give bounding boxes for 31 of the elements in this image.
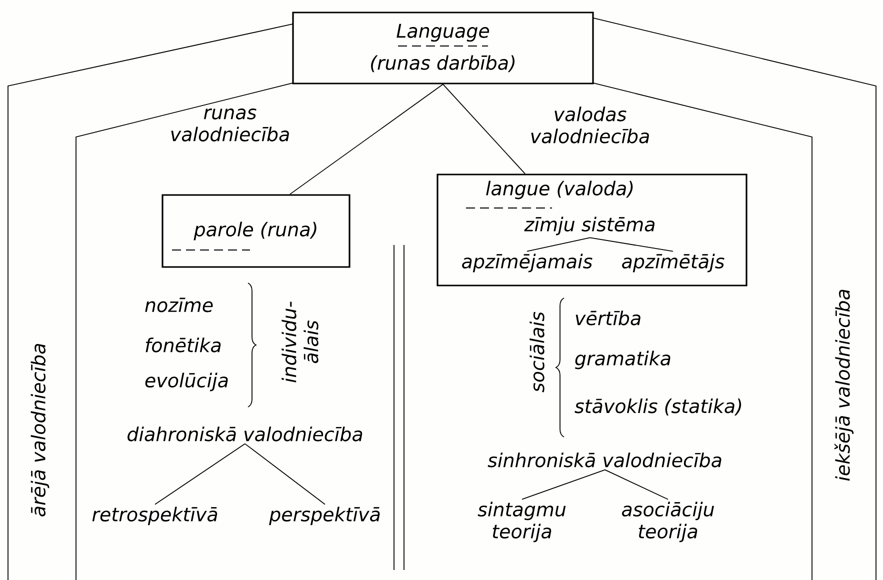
side-label: ārējā valodniecība bbox=[30, 344, 50, 516]
concept-box: parole (runa) bbox=[162, 194, 350, 268]
feature-text: gramatika bbox=[575, 350, 670, 370]
term-text: diahroniskā valodniecība bbox=[128, 426, 362, 442]
feature-text: vērtība bbox=[576, 310, 640, 326]
term-text: retrospektīvā bbox=[92, 506, 218, 526]
term-text: apzīmētājs bbox=[622, 254, 724, 272]
feature-text: fonētika bbox=[146, 338, 221, 352]
term-text: zīmju sistēma bbox=[524, 216, 654, 236]
feature-text: evolūcija bbox=[145, 372, 228, 392]
term-text: asociāciju teorija bbox=[622, 502, 714, 542]
concept-box: Language (runas darbība) bbox=[292, 12, 594, 84]
connector-line bbox=[526, 237, 590, 252]
term-text: sinhroniskā valodniecība bbox=[488, 452, 722, 468]
group-label: sociālais bbox=[530, 312, 544, 392]
connector-line bbox=[590, 237, 674, 252]
group-label: individu- ālais bbox=[282, 302, 318, 382]
term-text: sintagmu teorija bbox=[478, 502, 566, 542]
connector-line bbox=[604, 469, 668, 500]
section-label: runas valodniecība bbox=[171, 108, 289, 142]
side-label: iekšējā valodniecība bbox=[834, 290, 854, 481]
connector-line bbox=[522, 469, 606, 500]
feature-text: nozīme bbox=[145, 298, 213, 312]
feature-text: stāvoklis (statika) bbox=[574, 398, 742, 416]
term-text: apzīmējamais bbox=[462, 254, 592, 272]
connector-line bbox=[244, 443, 326, 505]
connector-line bbox=[442, 84, 526, 174]
connector-line bbox=[290, 84, 444, 195]
term-text: perspektīvā bbox=[269, 506, 380, 526]
section-label: valodas valodniecība bbox=[531, 106, 649, 144]
connector-line bbox=[154, 443, 246, 505]
